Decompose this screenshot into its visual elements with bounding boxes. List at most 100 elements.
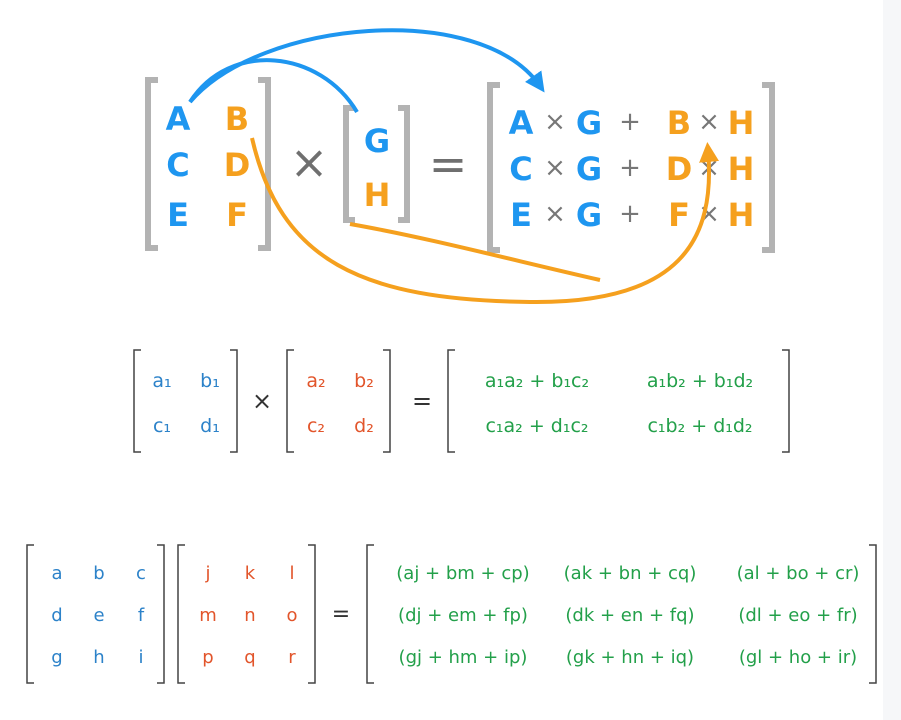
mid-left-bracket-close: [230, 349, 238, 453]
top-left-c: C: [166, 146, 189, 184]
top-left-b: B: [225, 100, 249, 138]
bot-result-bracket-open: [366, 544, 374, 684]
mid-right-cell: c₂: [307, 415, 325, 437]
mid-right-bracket-open: [286, 349, 294, 453]
result-term: G: [576, 104, 602, 142]
top-result-row-2: C × G + D × H: [509, 150, 754, 188]
bot-left-cell: c: [136, 563, 146, 584]
bot-result-cell: (aj + bm + cp): [396, 563, 529, 584]
bottom-equation: a b c d e f g h i j k l m n o p q r = (a…: [26, 544, 877, 684]
mid-left-cell: a₁: [152, 370, 171, 392]
mid-right-bracket-close: [383, 349, 391, 453]
mid-right-cell: a₂: [306, 370, 325, 392]
mid-left-cell: d₁: [200, 415, 220, 437]
result-plus: +: [619, 107, 641, 137]
bot-left-cell: h: [93, 647, 104, 668]
blue-arrow-to-g: [188, 58, 359, 114]
mid-equals-sign: =: [412, 387, 432, 415]
mid-result-cell: a₁b₂ + b₁d₂: [647, 370, 753, 392]
bot-left-cell: a: [51, 563, 62, 584]
bot-result-cell: (gl + ho + ir): [739, 647, 857, 668]
orange-arrow-from-h: [349, 222, 601, 282]
result-term: E: [510, 196, 532, 234]
result-times: ×: [544, 153, 566, 183]
top-result-bracket-close: [762, 82, 775, 253]
result-term: H: [728, 104, 755, 142]
top-left-e: E: [167, 196, 189, 234]
top-result-bracket-open: [487, 82, 500, 253]
bot-right-cell: q: [244, 647, 255, 668]
result-times: ×: [698, 107, 720, 137]
mid-result-bracket-open: [447, 349, 455, 453]
result-times: ×: [544, 199, 566, 229]
top-left-f: F: [226, 196, 248, 234]
bot-equals-sign: =: [332, 602, 350, 627]
top-times-sign: ×: [290, 135, 329, 189]
top-right-h: H: [364, 176, 391, 214]
bot-left-cell: i: [138, 647, 143, 668]
top-equation: A B C D E F × G H = A × G + B × H C × G …: [145, 28, 775, 305]
result-term: C: [509, 150, 532, 188]
bot-right-cell: k: [245, 563, 256, 584]
bot-left-bracket-open: [26, 544, 34, 684]
mid-left-cell: c₁: [153, 415, 171, 437]
bot-right-cell: j: [204, 563, 210, 584]
result-term: G: [576, 150, 602, 188]
bot-result-cell: (gj + hm + ip): [399, 647, 528, 668]
bot-result-cell: (al + bo + cr): [737, 563, 860, 584]
result-term: D: [666, 150, 693, 188]
bot-result-bracket-close: [869, 544, 877, 684]
bot-right-cell: m: [199, 605, 217, 626]
result-plus: +: [619, 199, 641, 229]
top-equals-sign: =: [429, 137, 468, 191]
bot-right-bracket-close: [308, 544, 316, 684]
bot-right-cell: p: [202, 647, 213, 668]
mid-result-cell: a₁a₂ + b₁c₂: [485, 370, 589, 392]
top-left-d: D: [224, 146, 251, 184]
page-edge-shade: [883, 0, 901, 720]
result-term: A: [509, 104, 534, 142]
top-left-bracket-close: [258, 77, 271, 251]
top-result-row-1: A × G + B × H: [509, 104, 755, 142]
top-right-bracket-open: [343, 105, 355, 223]
top-left-a: A: [166, 100, 191, 138]
bot-left-cell: g: [51, 647, 62, 668]
result-term: F: [668, 196, 690, 234]
orange-arrow-to-result: [250, 137, 720, 305]
middle-equation: a₁ b₁ c₁ d₁ × a₂ b₂ c₂ d₂ = a₁a₂ + b₁c₂ …: [133, 349, 790, 453]
mid-right-cell: d₂: [354, 415, 374, 437]
top-left-bracket-open: [145, 77, 158, 251]
bot-right-bracket-open: [177, 544, 185, 684]
bot-result-cell: (dl + eo + fr): [738, 605, 857, 626]
bot-result-cell: (dj + em + fp): [398, 605, 528, 626]
bot-left-cell: b: [93, 563, 104, 584]
mid-left-bracket-open: [133, 349, 141, 453]
bot-right-cell: l: [289, 563, 294, 584]
result-term: G: [576, 196, 602, 234]
mid-result-cell: c₁a₂ + d₁c₂: [485, 415, 588, 437]
result-term: H: [728, 196, 755, 234]
bot-result-cell: (dk + en + fq): [565, 605, 694, 626]
result-plus: +: [619, 153, 641, 183]
result-term: H: [728, 150, 755, 188]
mid-left-cell: b₁: [200, 370, 220, 392]
bot-left-cell: e: [93, 605, 104, 626]
mid-times-sign: ×: [252, 387, 272, 415]
bot-left-bracket-close: [157, 544, 165, 684]
bot-result-cell: (ak + bn + cq): [564, 563, 697, 584]
bot-result-cell: (gk + hn + iq): [566, 647, 694, 668]
bot-left-cell: f: [138, 605, 145, 626]
top-right-g: G: [364, 122, 390, 160]
mid-result-cell: c₁b₂ + d₁d₂: [647, 415, 752, 437]
bot-right-cell: r: [288, 647, 296, 668]
top-right-bracket-close: [398, 105, 410, 223]
top-result-row-3: E × G + F × H: [510, 196, 754, 234]
result-term: B: [667, 104, 691, 142]
mid-result-bracket-close: [782, 349, 790, 453]
mid-right-cell: b₂: [354, 370, 374, 392]
bot-left-cell: d: [51, 605, 62, 626]
blue-arrow-to-result: [188, 28, 545, 104]
bot-right-cell: o: [286, 605, 297, 626]
result-times: ×: [544, 107, 566, 137]
